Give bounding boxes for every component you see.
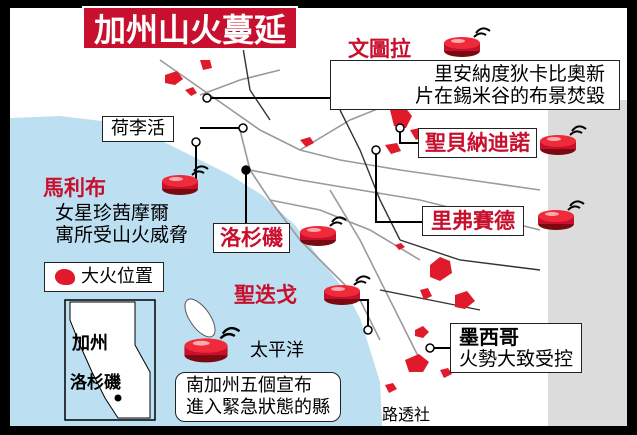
ventura-label: 文圖拉 xyxy=(348,38,411,60)
malibu-label: 馬利布 xyxy=(43,177,106,199)
inset-city-label: 洛杉磯 xyxy=(70,373,121,393)
pacific-label: 太平洋 xyxy=(250,340,304,361)
malibu-name: 馬利布 xyxy=(43,176,106,200)
fire-locations xyxy=(165,60,475,393)
malibu-note-line-2: 寓所受山火威脅 xyxy=(55,224,189,246)
ventura-note-line-2: 片在錫米谷的布景焚毀 xyxy=(414,85,605,107)
mexico-name: 墨西哥 xyxy=(459,325,519,349)
inset-state-label: 加州 xyxy=(72,333,108,354)
city-markers xyxy=(191,93,435,353)
mexico-note: 墨西哥 火勢大致受控 xyxy=(450,323,583,373)
credit: 路透社 xyxy=(382,405,431,424)
inset-map xyxy=(64,299,156,421)
los-angeles-label: 洛杉磯 xyxy=(213,223,290,253)
mexico-note-text: 火勢大致受控 xyxy=(459,348,574,370)
legend-label: 大火位置 xyxy=(81,266,153,287)
san-bernardino-name: 聖貝納迪諾 xyxy=(425,131,530,155)
ventura-name: 文圖拉 xyxy=(348,37,411,61)
emergency-note: 南加州五個宣布 進入緊急狀態的縣 xyxy=(175,372,341,422)
hollywood-label: 荷李活 xyxy=(102,116,174,142)
san-diego-label: 聖迭戈 xyxy=(234,284,297,306)
ventura-note: 里安納度狄卡比奧新 片在錫米谷的布景焚毀 xyxy=(330,60,620,110)
leader-lines xyxy=(195,97,452,349)
riverside-name: 里弗賽德 xyxy=(431,209,515,233)
island xyxy=(184,298,216,338)
fire-blob-icon xyxy=(55,269,75,285)
legend: 大火位置 xyxy=(44,262,164,292)
san-diego-name: 聖迭戈 xyxy=(234,283,297,307)
page-title: 加州山火蔓延 xyxy=(82,6,299,50)
san-bernardino-label: 聖貝納迪諾 xyxy=(418,128,537,158)
malibu-note: 女星珍茜摩爾 寓所受山火威脅 xyxy=(55,202,188,246)
emergency-line-1: 南加州五個宣布 xyxy=(186,375,312,396)
ventura-note-line-1: 里安納度狄卡比奧新 xyxy=(433,63,605,85)
emergency-line-2: 進入緊急狀態的縣 xyxy=(186,397,330,418)
los-angeles-name: 洛杉磯 xyxy=(220,226,283,250)
malibu-note-line-1: 女星珍茜摩爾 xyxy=(55,202,170,224)
riverside-label: 里弗賽德 xyxy=(422,206,524,236)
